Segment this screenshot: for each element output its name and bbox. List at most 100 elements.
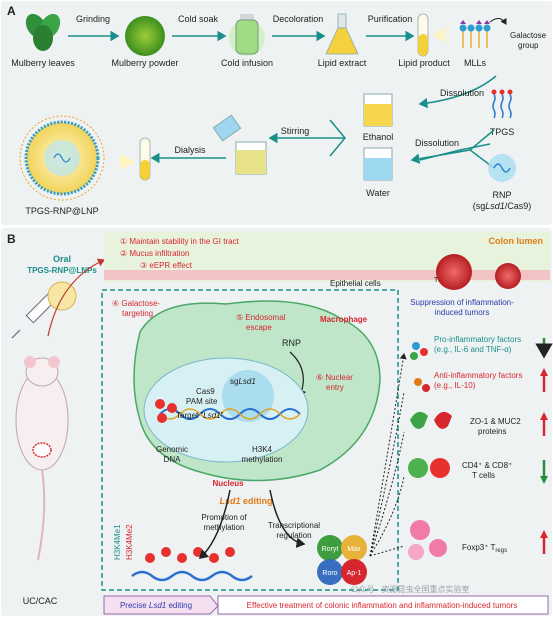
panel-b-letter: B — [7, 232, 16, 246]
tf-ap1: Ap-1 — [347, 570, 362, 577]
mulberry-leaves-icon — [25, 13, 61, 51]
tpgs-label: TPGS — [490, 127, 515, 137]
promotion-label-2: methylation — [204, 523, 245, 532]
oral-label-line2: TPGS-RNP@LNPs — [27, 266, 97, 275]
bottom-banner-right — [217, 595, 549, 615]
zo1-muc2-icon — [410, 411, 452, 429]
tumor-cluster-icon — [436, 254, 472, 290]
rnp-label-b: RNP — [282, 338, 301, 348]
mlls-label: MLLs — [464, 58, 487, 68]
tpgs-molecules-icon — [491, 89, 513, 119]
ethanol-beaker-icon — [363, 93, 393, 127]
h3k4me1-label: H3K4Me1 — [113, 524, 122, 560]
treg-cells-icon — [408, 520, 447, 560]
step6b-label: entry — [326, 383, 344, 392]
sglsd1-label: sgLsd1 — [230, 377, 256, 386]
step3-label: ③ eEPR effect — [140, 261, 193, 270]
target-lsd1-label: Target "Lsd1" — [176, 411, 224, 420]
pro-inflammatory-icon — [410, 342, 428, 360]
tpgs-rnp-lnp-nanoparticle-icon — [19, 115, 105, 201]
arrow-grinding-label: Grinding — [76, 14, 110, 24]
water-label: Water — [366, 188, 390, 198]
pro-inflammatory-label-1: Pro-inflammatory factors — [434, 335, 521, 344]
rnp-complex-icon — [488, 154, 516, 182]
oral-label-line1: Oral — [53, 254, 71, 264]
tf-roryt: Roryt — [322, 546, 339, 553]
t-cells-icon — [408, 458, 450, 478]
step5b-label: escape — [246, 323, 272, 332]
step1-label: ① Maintain stability in the GI tract — [120, 237, 240, 246]
genomic-dna-label-1: Genomic — [156, 445, 188, 454]
step5-label: ⑤ Endosomal — [236, 313, 286, 322]
panel-a-background — [1, 1, 552, 225]
h3k4me2-label: H3K4Me2 — [125, 524, 134, 560]
genomic-dna-label-2: DNA — [164, 455, 182, 464]
transcriptional-label-2: regulation — [276, 531, 311, 540]
cas9-protein-icon — [222, 370, 274, 422]
mouse-label: UC/CAC — [23, 596, 58, 606]
mlls-lipids-icon — [459, 20, 491, 48]
zo1-label-2: proteins — [478, 427, 506, 436]
arrow-purification-label: Purification — [368, 14, 413, 24]
step6-label: ⑥ Nuclear — [316, 373, 353, 382]
tf-roro: Roro — [322, 570, 337, 577]
water-beaker-icon — [363, 147, 393, 181]
bottom-banner-left — [103, 595, 219, 615]
arrow-stirring-label: Stirring — [281, 126, 310, 136]
cd-t-cells-label-2: T cells — [472, 471, 495, 480]
mouse-icon — [15, 356, 69, 561]
step4-label: ④ Galactose- — [112, 299, 160, 308]
methyl-marks-upper — [155, 399, 177, 423]
cold-infusion-label: Cold infusion — [221, 58, 273, 68]
cas9-label: Cas9 — [196, 387, 215, 396]
syringe-icon — [11, 281, 77, 339]
arrow-cold-soak-label: Cold soak — [178, 14, 219, 24]
cold-infusion-bottle-icon — [229, 14, 265, 56]
suppression-label: Suppression of inflammation-induced tumo… — [410, 298, 514, 317]
tpgs-rnp-lnp-label: TPGS-RNP@LNP — [25, 206, 98, 216]
epithelial-cells-label: Epithelial cells — [330, 279, 381, 288]
stirring-beaker-icon — [212, 114, 267, 175]
watermark-text: 公众号 · 资源昆虫全国重点实验室 — [350, 584, 469, 594]
anti-inflammatory-label-1: Anti-inflammatory factors — [434, 371, 522, 380]
promotion-label-1: Promotion of — [201, 513, 247, 522]
transcriptional-label-1: Transcriptional — [268, 521, 320, 530]
anti-inflammatory-icon — [414, 378, 430, 392]
nucleus-label: Nucleus — [212, 479, 244, 488]
panel-a-letter: A — [7, 4, 16, 18]
cd-t-cells-label-1: CD4⁺ & CD8⁺ — [462, 461, 512, 470]
zo1-label-1: ZO-1 & MUC2 — [470, 417, 521, 426]
lipid-extract-label: Lipid extract — [318, 58, 367, 68]
anti-inflammatory-label-2: (e.g., IL-10) — [434, 381, 476, 390]
bottom-banner-left-label: Precise Lsd1 editing — [120, 601, 192, 610]
lipid-extract-flask-icon — [325, 13, 359, 55]
rnp-sub-label-a: (sgLsd1/Cas9) — [473, 201, 532, 211]
mulberry-powder-label: Mulberry powder — [111, 58, 178, 68]
tf-max: Max — [347, 546, 361, 553]
transcription-factors: Roryt Max Roro Ap-1 — [317, 535, 367, 585]
step2-label: ② Mucus infiltration — [120, 249, 189, 258]
dialysis-tube-icon — [120, 137, 151, 181]
arrow-dissolution1-label: Dissolution — [440, 88, 484, 98]
mulberry-leaves-label: Mulberry leaves — [11, 58, 75, 68]
rnp-label-a: RNP — [492, 190, 511, 200]
macrophage-dashed-box — [101, 289, 399, 591]
epithelial-layer — [104, 270, 550, 280]
lipid-product-label: Lipid product — [398, 58, 450, 68]
step4b-label: targeting — [122, 309, 153, 318]
tumor-cluster-icon-2 — [495, 263, 521, 289]
colon-lumen-label: Colon lumen — [489, 236, 544, 246]
lsd1-editing-label: Lsd1 editing — [219, 496, 272, 506]
pam-site-label: PAM site — [186, 397, 218, 406]
lipid-product-tube-icon — [417, 13, 446, 57]
arrow-decoloration-label: Decoloration — [273, 14, 324, 24]
dna-strand — [159, 408, 301, 420]
foxp3-treg-label: Foxp3⁺ Tregs — [462, 543, 507, 554]
h3k4-label-2: methylation — [242, 455, 283, 464]
h3k4-label-1: H3K4 — [252, 445, 273, 454]
ethanol-label: Ethanol — [363, 132, 394, 142]
mulberry-powder-icon — [125, 16, 165, 56]
arrow-dissolution2-label: Dissolution — [415, 138, 459, 148]
